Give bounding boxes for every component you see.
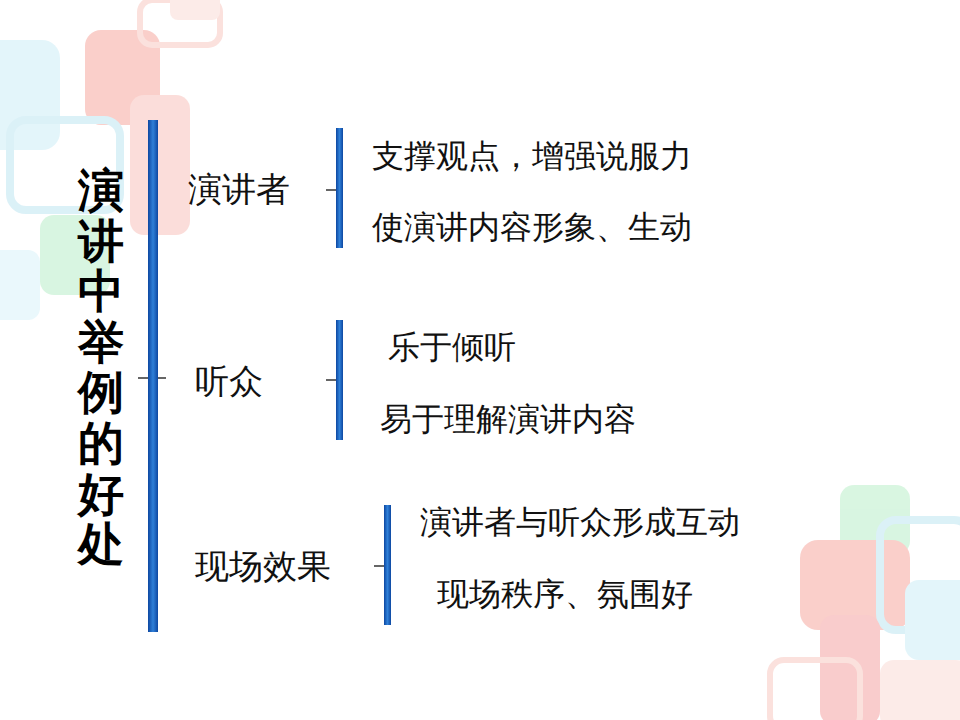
corner-squares-bottom xyxy=(770,485,960,720)
branch-bracket xyxy=(336,128,343,248)
main-bracket xyxy=(148,120,158,632)
vertical-title: 演讲中举例的好处 xyxy=(78,166,124,571)
item-text: 演讲者与听众形成互动 xyxy=(420,501,740,545)
branch-label: 现场效果 xyxy=(195,544,331,590)
bracket-tick xyxy=(138,377,148,379)
bracket-tick xyxy=(326,189,336,191)
item-text: 使演讲内容形象、生动 xyxy=(372,206,692,250)
branch-bracket xyxy=(384,505,391,625)
item-text: 现场秩序、氛围好 xyxy=(437,573,693,617)
branch-label: 听众 xyxy=(195,359,263,405)
bracket-tick xyxy=(374,565,384,567)
item-text: 支撑观点，增强说服力 xyxy=(372,135,692,179)
bracket-tick xyxy=(326,379,336,381)
item-text: 乐于倾听 xyxy=(388,326,516,370)
bracket-tick xyxy=(158,377,166,379)
item-text: 易于理解演讲内容 xyxy=(380,398,636,442)
branch-bracket xyxy=(336,320,343,440)
branch-label: 演讲者 xyxy=(188,167,290,213)
